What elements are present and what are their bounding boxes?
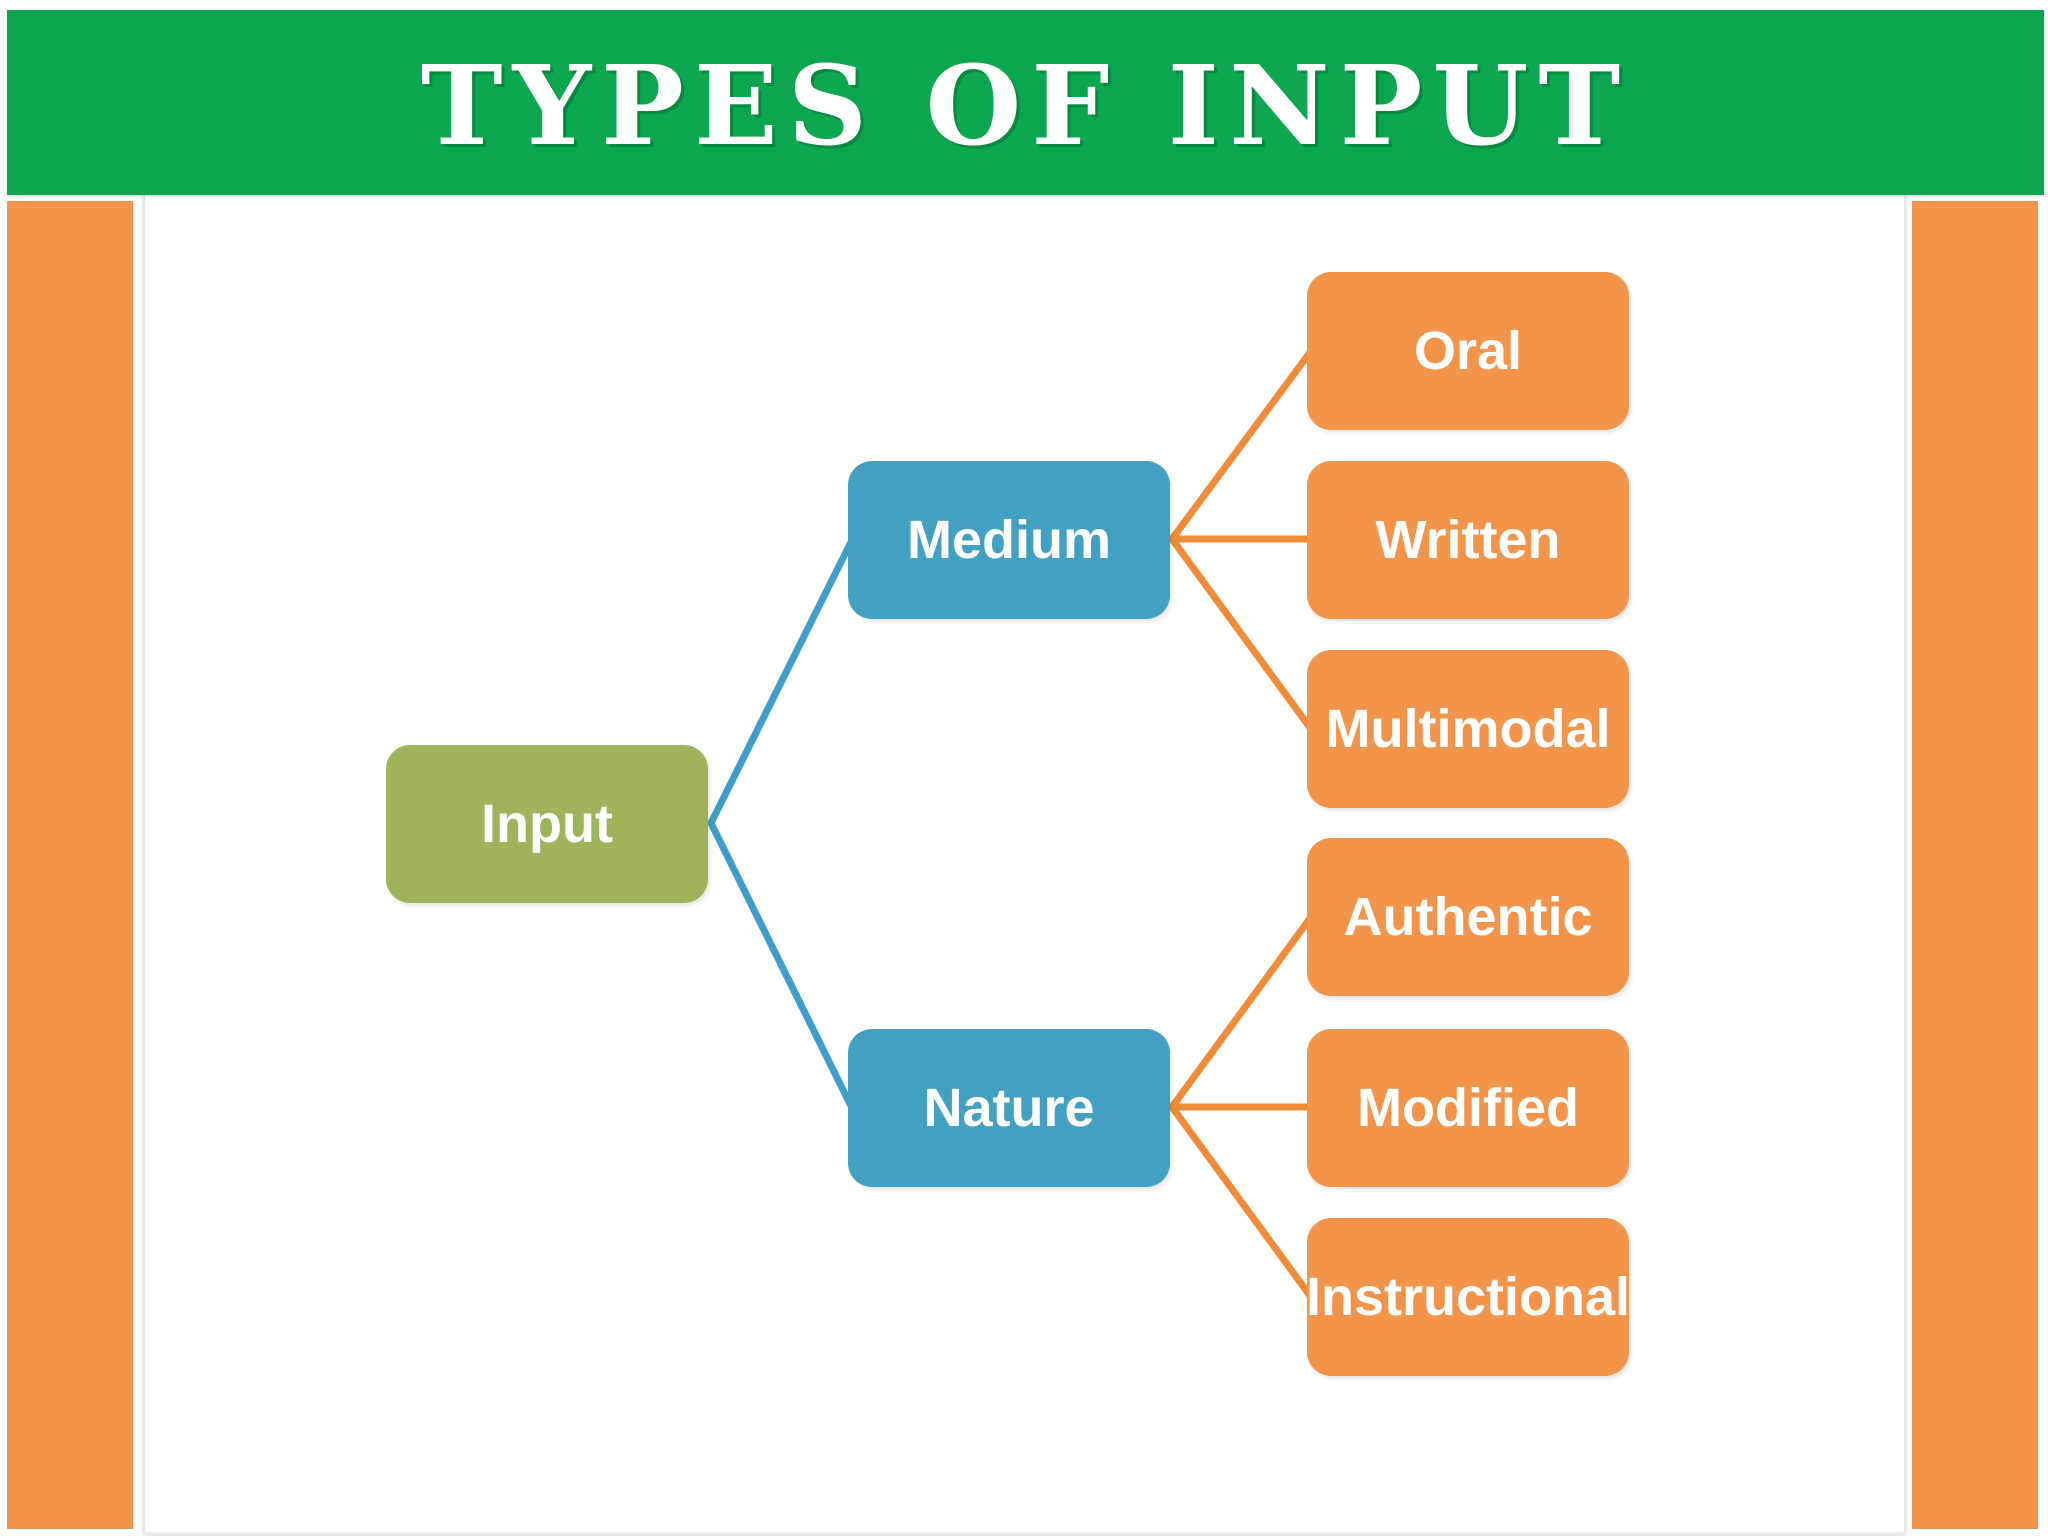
node-oral: Oral: [1307, 272, 1629, 430]
node-label: Nature: [923, 1078, 1095, 1138]
node-label: Modified: [1357, 1078, 1579, 1138]
page-title: TYPES OF INPUT: [420, 40, 1631, 170]
node-medium: Medium: [848, 461, 1170, 619]
node-instructional: Instructional: [1305, 1218, 1631, 1376]
node-input: Input: [386, 745, 708, 903]
node-multimodal: Multimodal: [1307, 650, 1629, 808]
left-accent-bar: [7, 201, 133, 1529]
node-label: Authentic: [1343, 887, 1593, 947]
title-banner: TYPES OF INPUT: [7, 10, 2044, 195]
node-label: Multimodal: [1325, 699, 1611, 759]
node-written: Written: [1307, 461, 1629, 619]
node-label: Instructional: [1305, 1267, 1631, 1327]
node-label: Medium: [906, 510, 1111, 570]
right-accent-bar: [1912, 201, 2038, 1529]
node-label: Input: [481, 794, 613, 854]
node-modified: Modified: [1307, 1029, 1629, 1187]
node-label: Oral: [1413, 321, 1523, 381]
node-authentic: Authentic: [1307, 838, 1629, 996]
node-label: Written: [1375, 510, 1561, 570]
node-nature: Nature: [848, 1029, 1170, 1187]
